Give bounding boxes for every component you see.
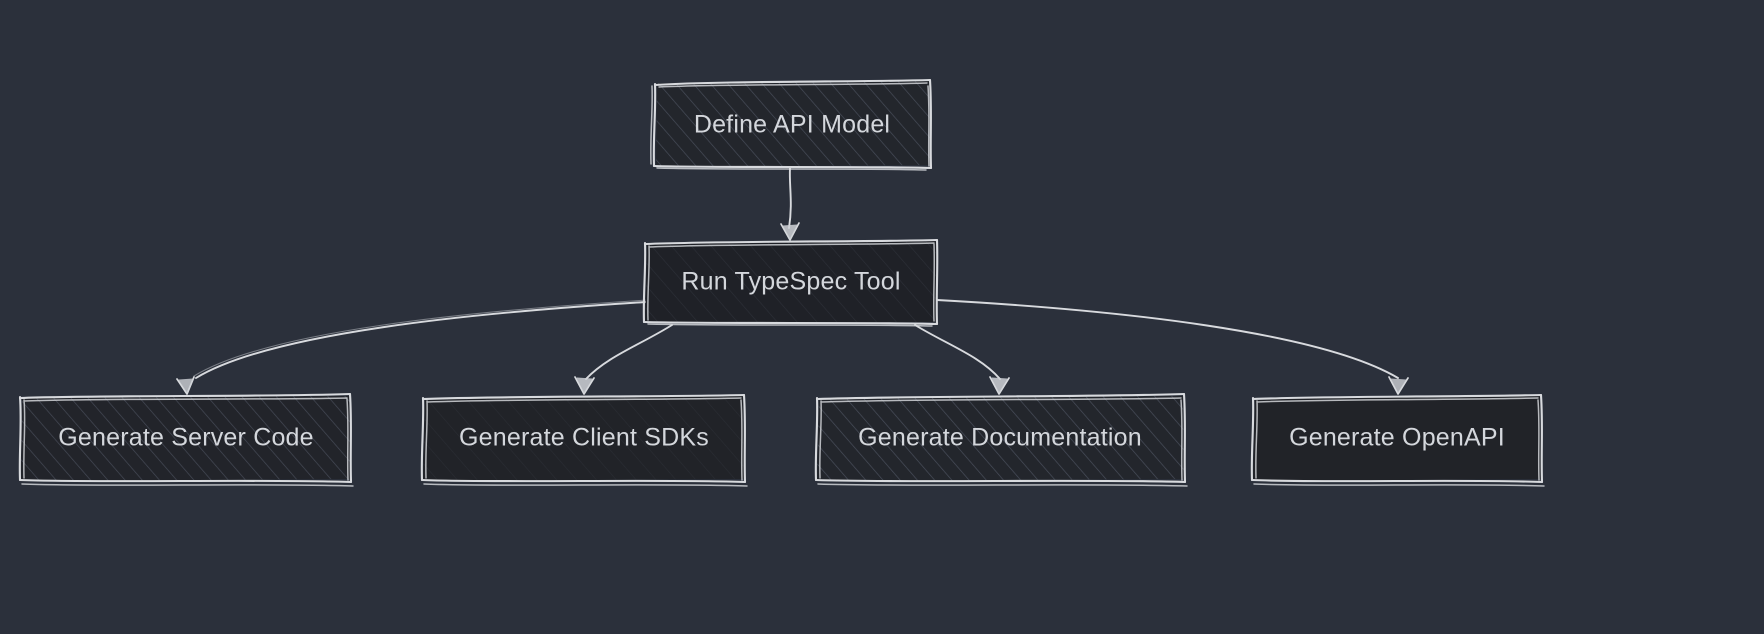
node-hatch-run-typespec-tool — [645, 241, 937, 323]
node-border-sketch-generate-client-sdks — [423, 397, 748, 487]
edge-typespec-to-server-code — [176, 299, 649, 395]
node-border-top-generate-client-sdks — [421, 393, 746, 401]
node-border-bottom-generate-openapi — [1250, 478, 1544, 484]
node-run-typespec-tool[interactable]: Run TypeSpec Tool — [642, 238, 939, 327]
node-border-bottom-generate-documentation — [814, 478, 1187, 484]
node-border-bottom-generate-client-sdks — [420, 478, 747, 484]
node-border-bottom-generate-server-code — [18, 478, 353, 484]
node-label-generate-documentation: Generate Documentation — [858, 424, 1142, 452]
node-fill-generate-openapi — [1253, 396, 1541, 481]
edge-typespec-to-documentation — [914, 324, 1010, 395]
node-border-top-generate-documentation — [815, 392, 1186, 401]
node-define-api-model[interactable]: Define API Model — [650, 78, 933, 171]
node-border-left-generate-server-code — [18, 395, 22, 482]
node-label-define-api-model: Define API Model — [694, 111, 890, 139]
node-border-right-generate-client-sdks — [742, 393, 747, 484]
node-border-sketch-generate-documentation — [817, 397, 1188, 487]
node-label-generate-client-sdks: Generate Client SDKs — [459, 424, 709, 452]
node-hatch-generate-server-code — [21, 396, 351, 481]
node-border-sketch-run-typespec-tool — [647, 242, 936, 327]
node-border-top-generate-server-code — [18, 392, 352, 400]
node-label-generate-server-code: Generate Server Code — [58, 424, 314, 452]
node-border-top-generate-openapi — [1251, 393, 1543, 401]
node-border-bottom-define-api-model — [652, 164, 933, 170]
edge-define-to-typespec — [780, 167, 800, 241]
node-label-generate-openapi: Generate OpenAPI — [1289, 424, 1505, 452]
node-generate-server-code[interactable]: Generate Server Code — [18, 392, 354, 487]
edge-layer — [176, 167, 1409, 395]
node-border-top-run-typespec-tool — [644, 238, 939, 246]
node-border-bottom-run-typespec-tool — [642, 320, 939, 326]
node-border-left-generate-documentation — [814, 396, 819, 482]
node-border-right-generate-documentation — [1182, 392, 1187, 484]
node-border-right-generate-server-code — [348, 392, 353, 484]
node-generate-openapi[interactable]: Generate OpenAPI — [1250, 393, 1545, 487]
node-border-right-generate-openapi — [1539, 393, 1544, 484]
node-border-right-define-api-model — [928, 78, 933, 170]
node-border-sketch-generate-openapi — [1253, 397, 1545, 487]
node-hatch-generate-client-sdks — [423, 396, 744, 481]
node-hatch-generate-documentation — [817, 396, 1184, 481]
node-border-sketch-generate-server-code — [21, 397, 354, 487]
edge-typespec-to-openapi — [936, 299, 1409, 395]
node-border-left-run-typespec-tool — [642, 241, 647, 324]
node-generate-documentation[interactable]: Generate Documentation — [814, 392, 1188, 487]
node-border-top-define-api-model — [653, 78, 932, 87]
edge-typespec-to-client-sdks — [574, 324, 673, 395]
node-hatch-define-api-model — [656, 81, 931, 167]
node-border-left-generate-client-sdks — [420, 396, 425, 482]
node-border-sketch-define-api-model — [650, 82, 930, 171]
node-border-left-define-api-model — [652, 82, 657, 168]
node-border-right-run-typespec-tool — [935, 238, 939, 326]
node-generate-client-sdks[interactable]: Generate Client SDKs — [420, 393, 748, 487]
node-label-run-typespec-tool: Run TypeSpec Tool — [681, 268, 900, 296]
node-border-left-generate-openapi — [1250, 396, 1255, 482]
